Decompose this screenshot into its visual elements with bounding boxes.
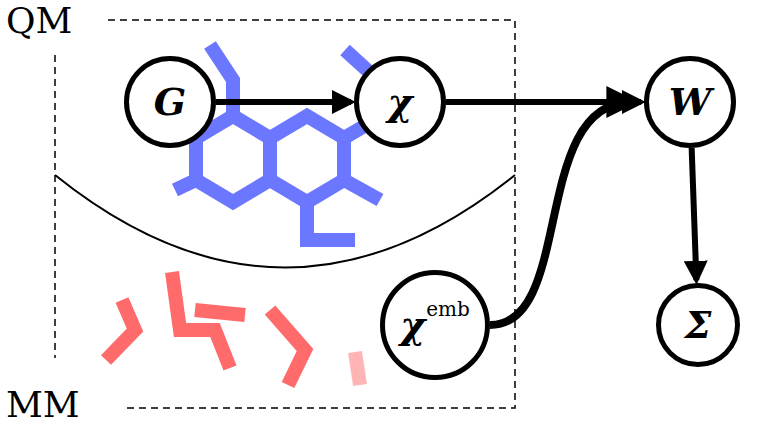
region-label: MM xyxy=(6,387,80,423)
arrow-connector xyxy=(490,102,632,325)
variable-symbol: χ xyxy=(400,306,425,344)
variable-symbol: W xyxy=(669,83,712,121)
superscript: emb xyxy=(426,299,470,319)
variable-circle: G xyxy=(124,56,216,148)
variable-circle: W xyxy=(644,56,736,148)
variable-symbol: G xyxy=(154,83,186,121)
arrow-connector xyxy=(692,148,697,280)
arrow-connector xyxy=(216,99,351,105)
variable-symbol: χ xyxy=(388,83,413,121)
variable-circle: χ xyxy=(354,56,446,148)
variable-circle: Σ xyxy=(656,283,740,367)
variable-circle: χemb xyxy=(380,270,490,380)
region-label: QM xyxy=(6,3,72,39)
variable-symbol: Σ xyxy=(685,306,712,344)
region-box xyxy=(55,20,515,408)
